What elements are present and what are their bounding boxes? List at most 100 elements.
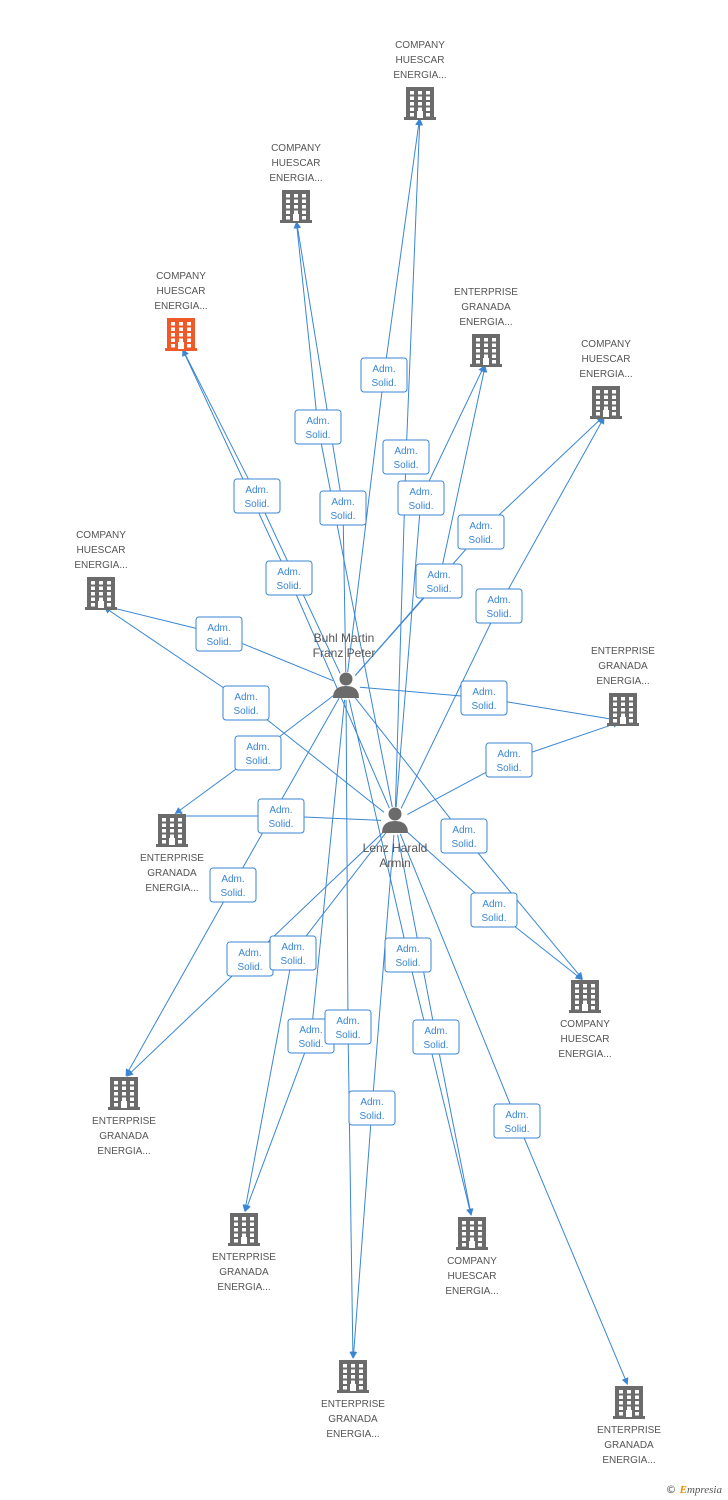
company-node[interactable]: COMPANYHUESCARENERGIA... xyxy=(74,530,128,610)
edge-label-buhl-c11[interactable]: Adm.Solid. xyxy=(287,1018,335,1054)
edge-label-lenz-c12[interactable]: Adm.Solid. xyxy=(412,1019,460,1055)
person-name-line: Armin xyxy=(379,856,410,870)
edge-label-lenz-c10[interactable]: Adm.Solid. xyxy=(226,941,274,977)
edge-label-buhl-c4[interactable]: Adm.Solid. xyxy=(415,563,463,599)
edge-label-type: Solid. xyxy=(298,1039,323,1050)
building-icon xyxy=(607,693,639,726)
company-name-line: ENTERPRISE xyxy=(597,1425,661,1436)
edge-label-buhl-c13[interactable]: Adm.Solid. xyxy=(324,1009,372,1045)
company-node[interactable]: COMPANYHUESCARENERGIA... xyxy=(445,1217,499,1297)
company-node[interactable]: COMPANYHUESCARENERGIA... xyxy=(393,40,447,120)
company-name-line: COMPANY xyxy=(156,271,206,282)
person-name-line: Buhl Martin xyxy=(314,631,375,645)
edge-label-role: Adm. xyxy=(469,521,492,532)
edge-label-lenz-c8[interactable]: Adm.Solid. xyxy=(257,798,305,834)
building-icon xyxy=(470,334,502,367)
company-name-line: GRANADA xyxy=(598,661,648,672)
company-name-line: ENTERPRISE xyxy=(321,1399,385,1410)
edge-label-type: Solid. xyxy=(245,756,270,767)
edge-label-buhl-c10[interactable]: Adm.Solid. xyxy=(209,867,257,903)
company-name-line: ENERGIA... xyxy=(154,301,207,312)
company-name-line: ENERGIA... xyxy=(558,1049,611,1060)
company-name-line: ENTERPRISE xyxy=(454,287,518,298)
edge-label-lenz-c11[interactable]: Adm.Solid. xyxy=(269,935,317,971)
edge-label-box xyxy=(324,1009,372,1045)
edge-label-buhl-c1[interactable]: Adm.Solid. xyxy=(360,357,408,393)
edge-label-box xyxy=(412,1019,460,1055)
building-icon xyxy=(456,1217,488,1250)
edge-label-role: Adm. xyxy=(394,446,417,457)
edge-label-role: Adm. xyxy=(360,1097,383,1108)
company-node[interactable]: ENTERPRISEGRANADAENERGIA... xyxy=(212,1213,276,1293)
company-name-line: COMPANY xyxy=(395,40,445,51)
building-icon xyxy=(165,318,197,351)
edge-label-buhl-c3[interactable]: Adm.Solid. xyxy=(233,478,281,514)
edge-label-role: Adm. xyxy=(246,742,269,753)
edge-label-box xyxy=(470,892,518,928)
company-node[interactable]: ENTERPRISEGRANADAENERGIA... xyxy=(597,1386,661,1466)
company-node[interactable]: COMPANYHUESCARENERGIA... xyxy=(558,980,612,1060)
edge-label-box xyxy=(257,798,305,834)
edge-label-type: Solid. xyxy=(426,584,451,595)
edge-label-box xyxy=(382,439,430,475)
edge-label-lenz-c7[interactable]: Adm.Solid. xyxy=(485,742,533,778)
edge-label-box xyxy=(222,685,270,721)
edge-label-buhl-c2[interactable]: Adm.Solid. xyxy=(319,490,367,526)
edge-label-lenz-c9[interactable]: Adm.Solid. xyxy=(470,892,518,928)
company-name-line: HUESCAR xyxy=(582,354,631,365)
edge-label-buhl-c6[interactable]: Adm.Solid. xyxy=(195,616,243,652)
edge-label-buhl-c8[interactable]: Adm. Solid. xyxy=(234,735,282,771)
edge-label-buhl-c7[interactable]: Adm.Solid. xyxy=(460,680,508,716)
edge-label-box xyxy=(475,588,523,624)
edge-label-lenz-c5[interactable]: Adm.Solid. xyxy=(475,588,523,624)
edge-label-type: Solid. xyxy=(359,1111,384,1122)
brand-logo: Empresia xyxy=(679,1484,722,1496)
company-node[interactable]: ENTERPRISEGRANADAENERGIA... xyxy=(140,814,204,894)
company-node[interactable]: COMPANYHUESCARENERGIA... xyxy=(579,339,633,419)
edge-label-type: Solid. xyxy=(280,956,305,967)
edge-label-box xyxy=(265,560,313,596)
company-node[interactable]: ENTERPRISEGRANADAENERGIA... xyxy=(321,1360,385,1440)
company-name-line: ENERGIA... xyxy=(602,1455,655,1466)
edge-label-buhl-c12[interactable]: Adm.Solid. xyxy=(384,937,432,973)
edge-label-type: Solid. xyxy=(408,501,433,512)
edge-label-lenz-c6[interactable]: Adm.Solid. xyxy=(222,685,270,721)
company-name-line: HUESCAR xyxy=(272,158,321,169)
edge-label-buhl-c9[interactable]: Adm.Solid. xyxy=(440,818,488,854)
company-node[interactable]: ENTERPRISEGRANADAENERGIA... xyxy=(92,1077,156,1157)
edge-label-lenz-c1[interactable]: Adm.Solid. xyxy=(382,439,430,475)
edge-label-role: Adm. xyxy=(409,487,432,498)
edge-label-box xyxy=(384,937,432,973)
edge-label-box xyxy=(233,478,281,514)
edge-label-type: Solid. xyxy=(451,839,476,850)
company-node[interactable]: COMPANYHUESCARENERGIA... xyxy=(154,271,208,351)
edge-label-role: Adm. xyxy=(221,874,244,885)
footer-brand[interactable]: © Empresia xyxy=(666,1483,722,1496)
edge-label-lenz-c2[interactable]: Adm.Solid. xyxy=(294,409,342,445)
company-node[interactable]: ENTERPRISEGRANADAENERGIA... xyxy=(454,287,518,367)
edge-label-buhl-c5[interactable]: Adm.Solid. xyxy=(457,514,505,550)
edge-label-box xyxy=(485,742,533,778)
edge-label-type: Solid. xyxy=(233,706,258,717)
edge-label-role: Adm. xyxy=(245,485,268,496)
building-icon xyxy=(337,1360,369,1393)
building-icon xyxy=(280,190,312,223)
edge-label-lenz-c3[interactable]: Adm.Solid. xyxy=(265,560,313,596)
building-icon xyxy=(108,1077,140,1110)
edge-label-box xyxy=(493,1103,541,1139)
company-name-line: COMPANY xyxy=(76,530,126,541)
company-name-line: ENERGIA... xyxy=(445,1286,498,1297)
edge-label-lenz-c14[interactable]: Adm.Solid. xyxy=(493,1103,541,1139)
person-name-line: Franz Peter xyxy=(313,646,376,660)
copyright-symbol: © xyxy=(665,1483,677,1496)
edge-label-lenz-c13[interactable]: Adm. Solid. xyxy=(348,1090,396,1126)
company-node[interactable]: COMPANYHUESCARENERGIA... xyxy=(269,143,323,223)
company-name-line: ENTERPRISE xyxy=(92,1116,156,1127)
company-node[interactable]: ENTERPRISEGRANADAENERGIA... xyxy=(591,646,655,726)
edge-label-lenz-c4[interactable]: Adm. Solid. xyxy=(397,480,445,516)
edge-labels-layer: Adm. Solid. Adm. Solid. Adm. Solid. Adm. Solid.… xyxy=(195,357,541,1139)
edge-label-role: Adm. xyxy=(277,567,300,578)
